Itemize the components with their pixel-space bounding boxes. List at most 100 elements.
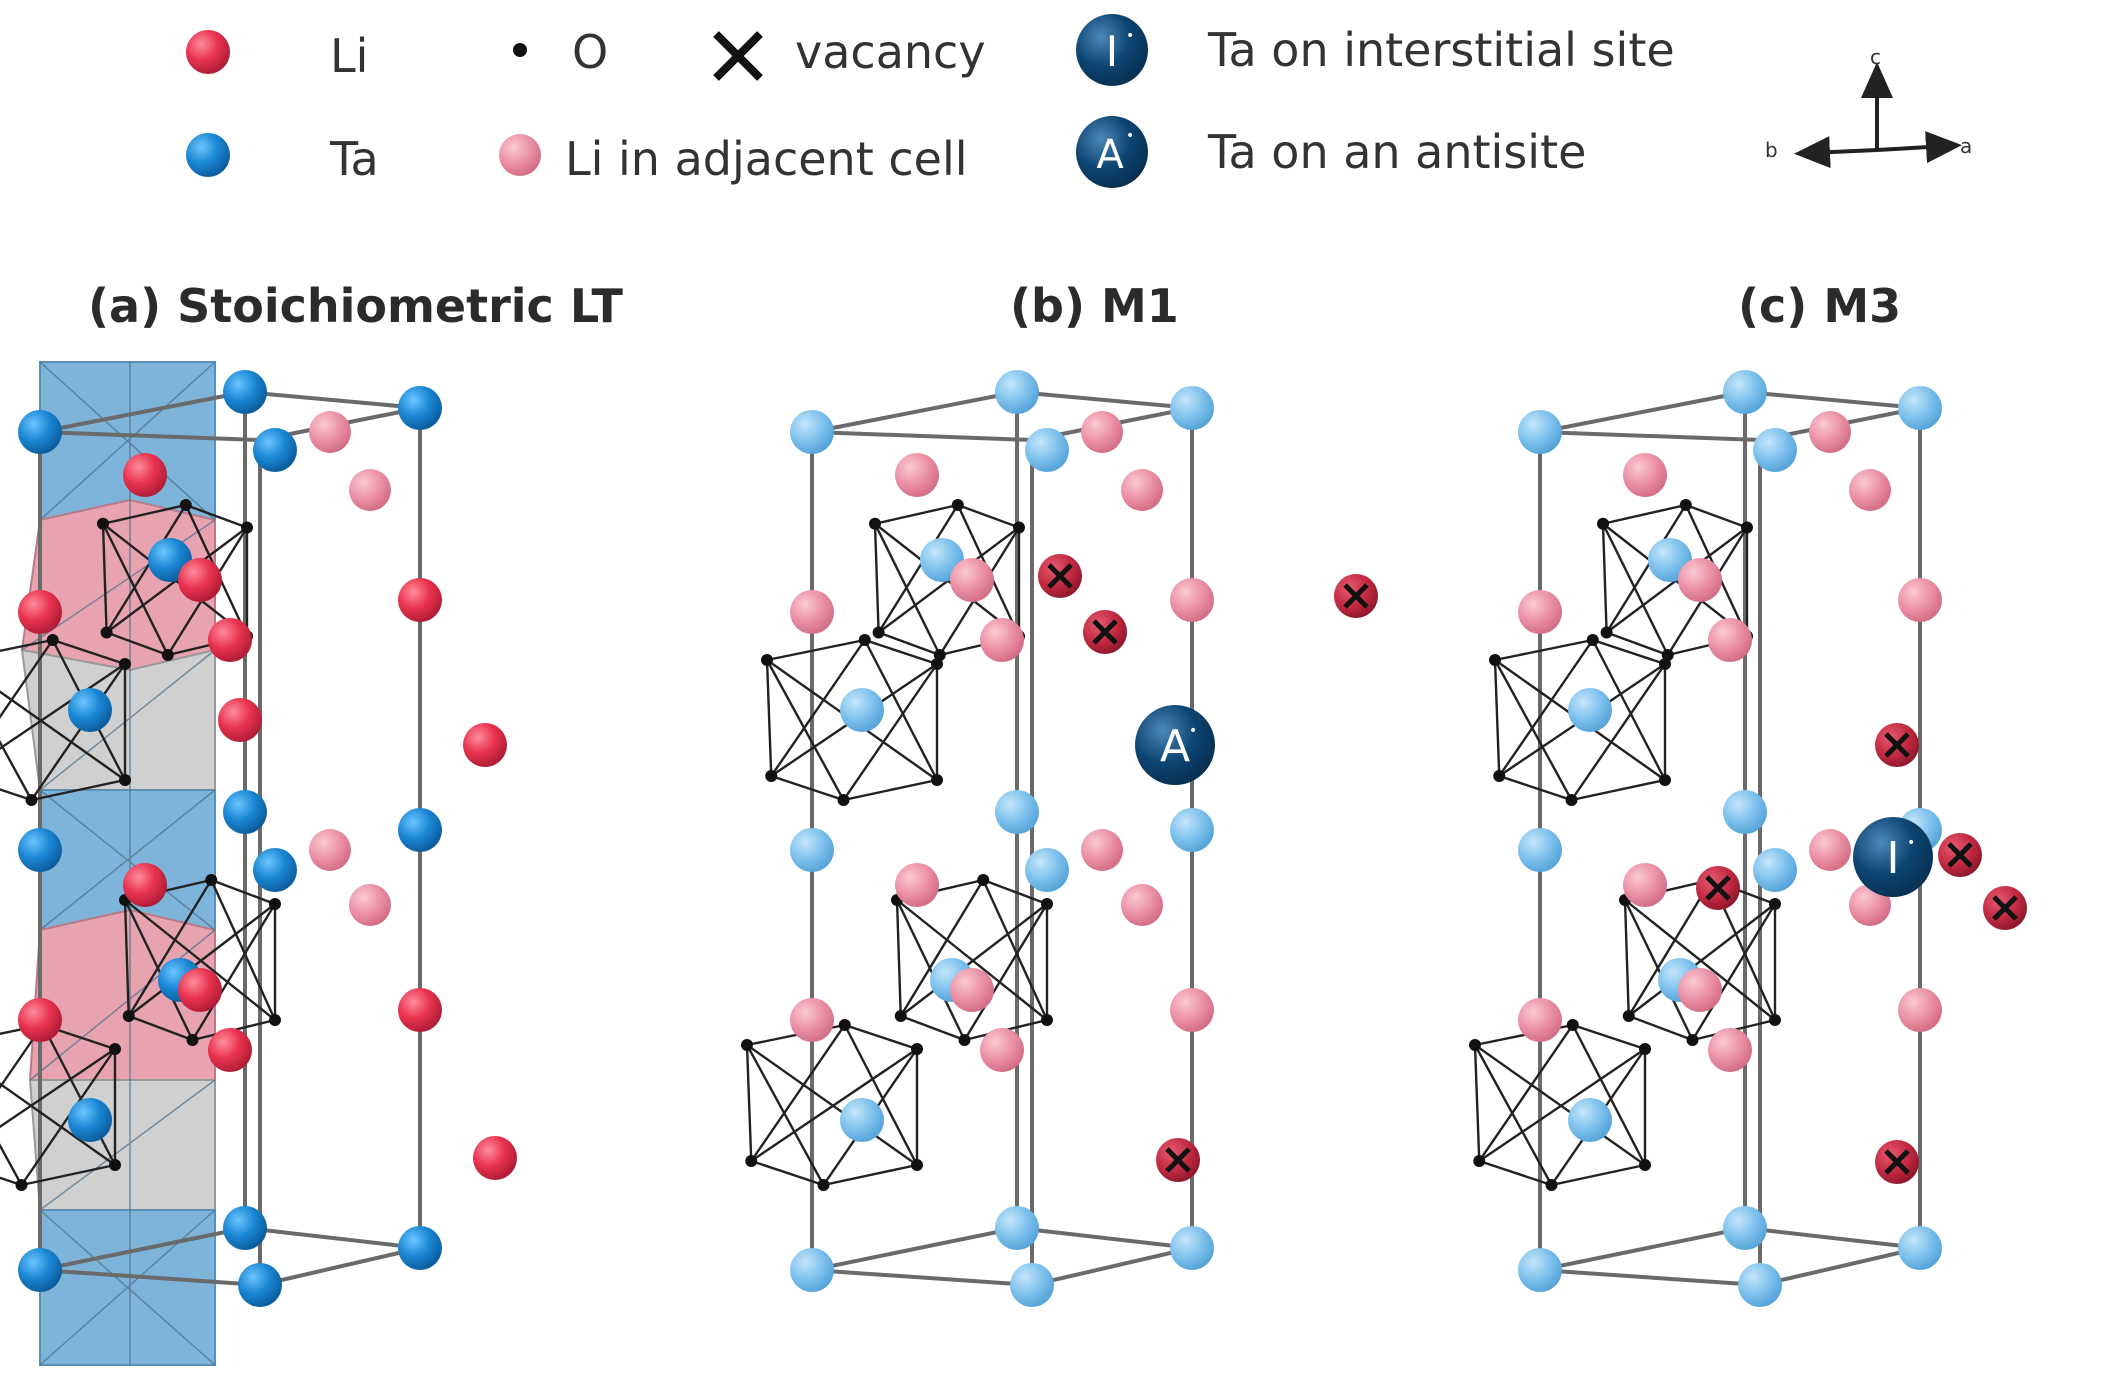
li-atom — [950, 968, 994, 1012]
oxygen-atom — [765, 770, 778, 782]
octahedron-edge — [0, 788, 32, 802]
li-atom — [1708, 618, 1752, 662]
oxygen-atom — [741, 1039, 753, 1051]
defect-symbol: A — [1160, 721, 1190, 772]
li-adjacent-atom — [1121, 884, 1163, 926]
octahedron-edge — [895, 899, 902, 1017]
octahedron-edge — [843, 1024, 919, 1166]
octahedron-edge — [1628, 903, 1776, 1017]
oxygen-atom — [161, 649, 174, 661]
li-atom — [123, 453, 167, 497]
octahedron-edge — [899, 879, 985, 1017]
ta-atom — [1898, 386, 1942, 430]
defect-sphere — [1853, 817, 1933, 897]
li-adjacent-atom — [349, 884, 391, 926]
octahedron-edge — [842, 663, 938, 801]
ta-atom — [1723, 790, 1767, 834]
octahedron-edge — [745, 1044, 825, 1186]
oxygen-atom — [1600, 626, 1613, 639]
octahedron-edge — [123, 899, 130, 1017]
octahedron-edge — [0, 1176, 22, 1187]
vacancy-cross — [1884, 1149, 1910, 1175]
oxygen-octahedron — [891, 874, 1053, 1046]
octahedron-edge — [1478, 1159, 1552, 1187]
panel-a-title: (a) Stoichiometric LT — [88, 279, 624, 333]
defect-symbol: I — [1887, 833, 1900, 884]
oxygen-atom — [872, 626, 885, 639]
crystal-axes-icon: c b a — [1765, 45, 1972, 169]
li-atom — [790, 590, 834, 634]
li-atom — [895, 863, 939, 907]
vacancy-marker — [1983, 886, 2027, 930]
oxygen-atom — [958, 1034, 971, 1046]
octahedron-edge — [1473, 1044, 1481, 1162]
ta-atom — [995, 370, 1039, 414]
li-adjacent-atom — [1081, 411, 1123, 453]
oxygen-atom — [1013, 521, 1025, 534]
frame-edge — [39, 1226, 246, 1272]
octahedron-edge — [105, 504, 187, 634]
frame-edge — [1016, 390, 1193, 410]
li-adjacent-atom — [1081, 829, 1123, 871]
li-atom — [123, 863, 167, 907]
oxygen-atom — [100, 626, 113, 639]
octahedron-edge — [30, 663, 126, 801]
ta-atom — [1518, 1248, 1562, 1292]
li-atom — [1623, 863, 1667, 907]
octahedron-edge — [745, 1044, 753, 1162]
oxygen-atom — [1489, 654, 1501, 666]
octahedron-edge — [1623, 899, 1694, 1041]
oxygen-atom — [1469, 1039, 1481, 1051]
oxygen-atom — [241, 521, 253, 534]
octahedron-edge — [1627, 879, 1713, 1017]
octahedron-edge — [0, 1143, 23, 1186]
octahedron-edge — [127, 879, 213, 1017]
axis-c-label: c — [1870, 45, 1881, 69]
ta-atom — [790, 828, 834, 872]
frame-edge — [811, 1268, 1033, 1287]
oxygen-atom — [1622, 1010, 1635, 1022]
li-adjacent-atom — [309, 829, 351, 871]
ta-antisite-legend-icon: A • — [1076, 116, 1148, 188]
li-atom — [950, 558, 994, 602]
li-adjacent-atom — [1849, 469, 1891, 511]
oxygen-atom — [838, 1019, 851, 1031]
frame-edge — [259, 1246, 421, 1287]
unit-cell-frame — [810, 390, 1194, 1287]
oxygen-atom — [1473, 1155, 1486, 1167]
octahedron-edge — [102, 503, 187, 525]
oxygen-atom — [1659, 774, 1671, 786]
li-atom — [1518, 590, 1562, 634]
oxygen-atom — [977, 874, 990, 886]
frame-edge — [1031, 1246, 1193, 1287]
li-adjacent-legend-label: Li in adjacent cell — [565, 132, 968, 186]
octahedron-edge — [874, 503, 959, 525]
oxygen-atom — [109, 1043, 121, 1055]
octahedron-edge — [1478, 1024, 1574, 1162]
ta-atom — [68, 1098, 112, 1142]
frame-edge — [1539, 430, 1761, 442]
octahedron-edge — [900, 1014, 965, 1042]
ta-legend-sphere — [186, 133, 230, 177]
frame-edge — [811, 390, 1018, 434]
octahedron-edge — [823, 1163, 918, 1187]
octahedron-edge — [41, 1024, 117, 1166]
oxygen-atom — [1545, 1179, 1558, 1191]
oxygen-atom — [269, 898, 281, 910]
legend: Li Ta O Li in adjacent cell vacancy I • … — [186, 14, 1675, 188]
oxygen-octahedron — [741, 1019, 923, 1191]
octahedron-edge — [878, 631, 941, 657]
li-atom — [1708, 1028, 1752, 1072]
octahedron-edge — [128, 1014, 193, 1042]
octahedron-edge — [106, 631, 169, 657]
octahedron-edge — [963, 903, 1049, 1041]
oxygen-octahedron — [0, 1019, 121, 1191]
vacancy-cross — [1705, 875, 1731, 901]
li-atom — [178, 558, 222, 602]
oxygen-atom — [1769, 1014, 1781, 1026]
frame-edge — [1759, 1246, 1921, 1287]
frame-edge — [811, 1226, 1018, 1272]
oxygen-atom — [1686, 1034, 1699, 1046]
octahedron-edge — [185, 503, 248, 529]
vacancy-marker — [1083, 610, 1127, 654]
